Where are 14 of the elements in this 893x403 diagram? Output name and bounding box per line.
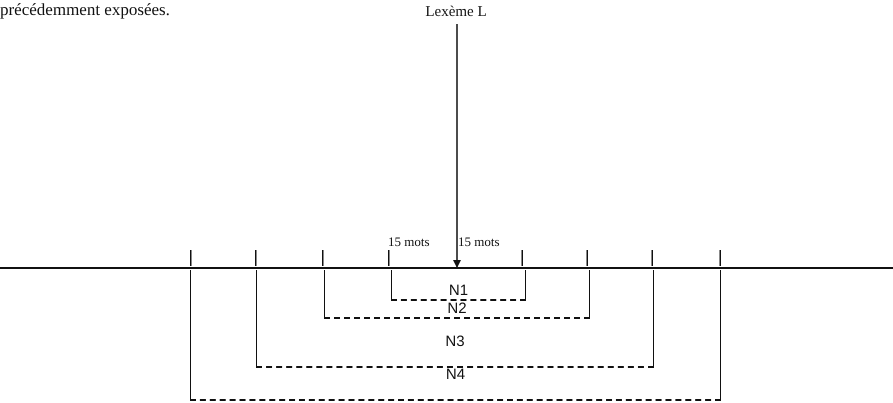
window-label: N2 [446, 301, 468, 317]
text-fragment: précédemment exposées. [0, 0, 170, 20]
horizontal-line [0, 267, 893, 269]
window-bracket [391, 270, 526, 301]
window-label: N1 [448, 283, 470, 299]
window-label: N3 [444, 334, 466, 350]
span-label: 15 mots [458, 234, 500, 250]
window-bracket [256, 270, 654, 368]
arrow [453, 24, 461, 268]
window-label: N4 [444, 367, 466, 383]
window-bracket [190, 270, 721, 401]
term-label: Lexème L [420, 4, 492, 24]
span-label: 15 mots [388, 234, 430, 250]
window-bracket [324, 270, 590, 319]
